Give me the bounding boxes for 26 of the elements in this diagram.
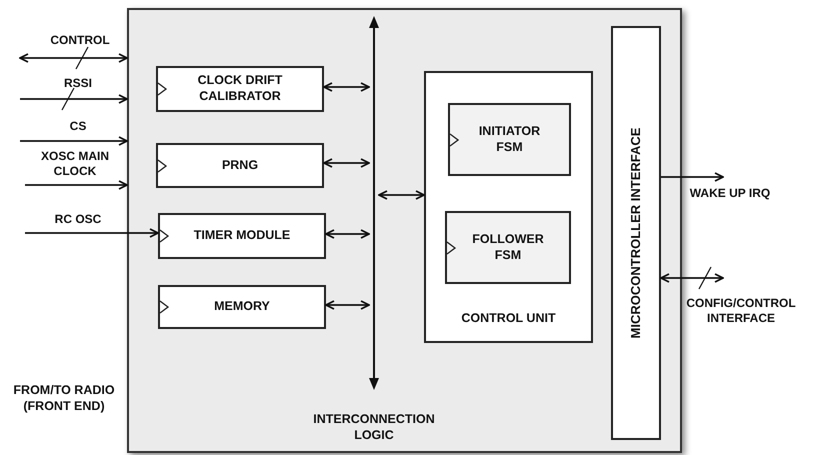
interface-block [611,26,661,440]
system-block [127,8,682,453]
edge-label: CONFIG/CONTROL INTERFACE [685,296,797,326]
bus-label: INTERCONNECTION LOGIC [312,412,436,444]
block-label: TIMER MODULE [194,228,290,244]
edge-label: CS [68,119,88,134]
edge-label: RC OSC [54,212,102,227]
block-label: PRNG [222,158,258,174]
module-block [156,66,324,112]
module-block [156,143,324,188]
edge-label: CONTROL [49,33,111,48]
block-label: INITIATOR FSM [478,124,542,156]
block-label: CLOCK DRIFT CALIBRATOR [196,73,284,105]
module-block [158,213,326,259]
module-block [158,285,326,329]
block-label: MICROCONTROLLER INTERFACE [628,128,644,338]
control-unit-block [424,71,593,343]
edge-label: WAKE UP IRQ [688,186,772,201]
fsm-block [445,211,571,284]
block-label: MEMORY [214,299,270,315]
note-text: FROM/TO RADIO (FRONT END) [12,383,116,414]
fsm-block [448,103,571,176]
block-label: FOLLOWER FSM [471,232,545,264]
edge-label: RSSI [62,76,93,91]
block-label: CONTROL UNIT [460,311,557,327]
edge-label: XOSC MAIN CLOCK [40,149,110,179]
